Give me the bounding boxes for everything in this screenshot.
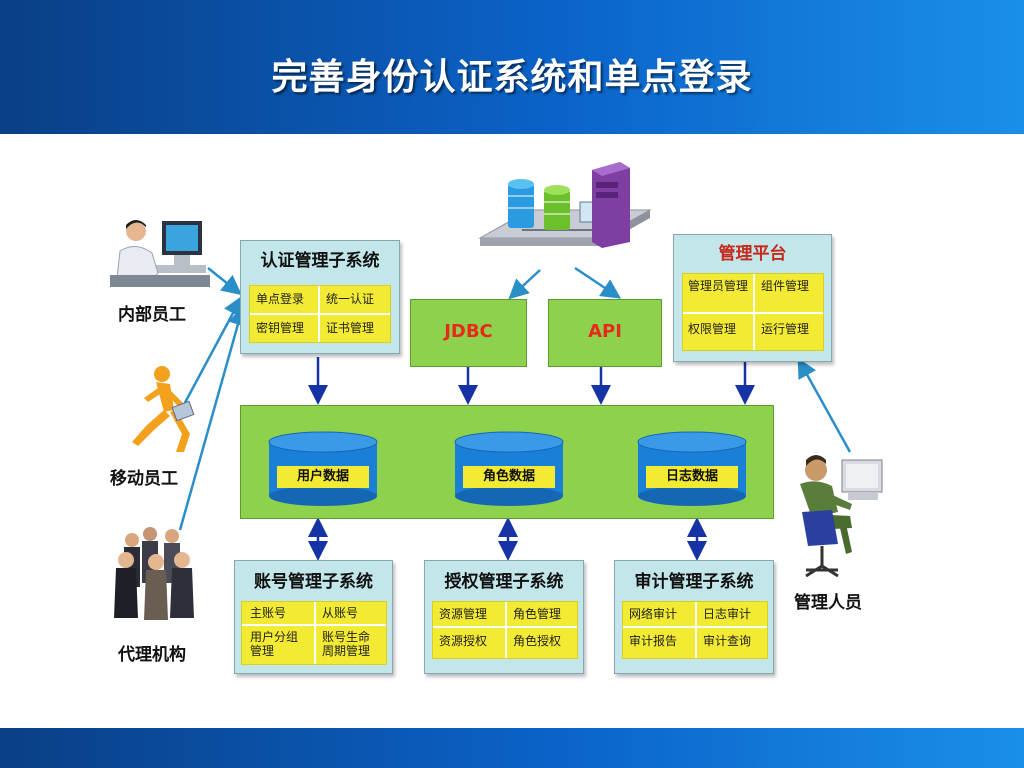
cell-user-group-mgmt: 用户分组管理 <box>250 630 299 658</box>
cell-audit-report: 审计报告 <box>629 634 678 648</box>
api-box: API <box>548 299 662 367</box>
running-person-icon <box>132 366 195 452</box>
cell-unified-auth: 统一认证 <box>326 292 375 306</box>
mgmt-platform-cells: 管理员管理 组件管理 权限管理 运行管理 <box>682 273 824 351</box>
db-log-data: 日志数据 <box>646 466 738 488</box>
cell-permission-mgmt: 权限管理 <box>688 322 737 336</box>
cell-log-audit: 日志审计 <box>703 607 752 621</box>
cell-resource-authz: 资源授权 <box>439 634 488 648</box>
cell-audit-query: 审计查询 <box>703 634 752 648</box>
group-of-people-icon <box>114 527 194 620</box>
auth-subsystem-box: 认证管理子系统 单点登录 统一认证 密钥管理 证书管理 <box>240 240 400 354</box>
auth-subsystem-cells: 单点登录 统一认证 密钥管理 证书管理 <box>249 285 391 343</box>
cell-account-lifecycle: 账号生命周期管理 <box>322 630 371 658</box>
cell-operation-mgmt: 运行管理 <box>761 322 810 336</box>
admin-at-computer-icon <box>800 455 883 578</box>
footer-bar <box>0 728 1024 768</box>
person-at-computer-icon <box>110 220 210 287</box>
account-subsystem-box: 账号管理子系统 主账号 从账号 用户分组管理 账号生命周期管理 <box>234 560 393 674</box>
mgmt-platform-title: 管理平台 <box>718 244 787 264</box>
db-role-data: 角色数据 <box>463 466 555 488</box>
mgmt-platform-box: 管理平台 管理员管理 组件管理 权限管理 运行管理 <box>673 234 832 362</box>
cell-admin-mgmt: 管理员管理 <box>688 279 749 293</box>
actor-internal: 内部员工 <box>118 305 186 325</box>
authz-subsystem-box: 授权管理子系统 资源管理 角色管理 资源授权 角色授权 <box>424 560 584 674</box>
account-subsystem-title: 账号管理子系统 <box>254 572 373 592</box>
cell-network-audit: 网络审计 <box>629 607 678 621</box>
auth-subsystem-title: 认证管理子系统 <box>260 251 380 271</box>
cell-role-mgmt: 角色管理 <box>513 607 562 621</box>
audit-subsystem-cells: 网络审计 日志审计 审计报告 审计查询 <box>622 601 768 659</box>
authz-subsystem-title: 授权管理子系统 <box>444 572 564 592</box>
cell-secondary-account: 从账号 <box>322 606 359 620</box>
cell-primary-account: 主账号 <box>250 606 287 620</box>
actor-mobile: 移动员工 <box>110 469 178 489</box>
cell-component-mgmt: 组件管理 <box>761 279 810 293</box>
jdbc-label: JDBC <box>444 321 493 342</box>
db-user-data: 用户数据 <box>277 466 369 488</box>
account-subsystem-cells: 主账号 从账号 用户分组管理 账号生命周期管理 <box>241 601 387 665</box>
page-title: 完善身份认证系统和单点登录 <box>271 57 753 98</box>
cell-cert-mgmt: 证书管理 <box>326 321 375 335</box>
audit-subsystem-title: 审计管理子系统 <box>634 572 754 592</box>
actor-agency: 代理机构 <box>118 645 186 665</box>
authz-subsystem-cells: 资源管理 角色管理 资源授权 角色授权 <box>432 601 578 659</box>
core-data-store: 用户数据 角色数据 日志数据 <box>240 405 774 519</box>
actor-admin: 管理人员 <box>794 593 862 613</box>
header-bar <box>0 0 1024 134</box>
server-rack-icon <box>478 162 652 248</box>
jdbc-box: JDBC <box>410 299 527 367</box>
cell-resource-mgmt: 资源管理 <box>439 607 488 621</box>
api-label: API <box>588 321 622 342</box>
cell-role-authz: 角色授权 <box>513 634 562 648</box>
audit-subsystem-box: 审计管理子系统 网络审计 日志审计 审计报告 审计查询 <box>614 560 774 674</box>
cell-key-mgmt: 密钥管理 <box>256 321 305 335</box>
cell-sso: 单点登录 <box>256 292 305 306</box>
